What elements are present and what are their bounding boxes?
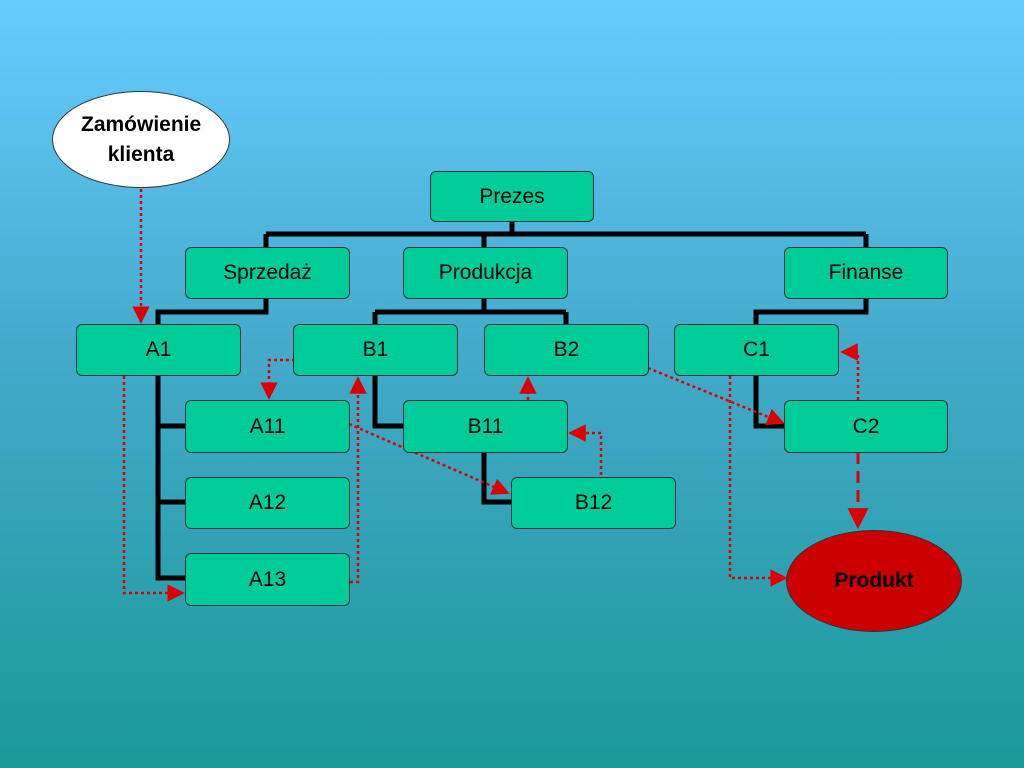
- node-b1: B1: [293, 324, 458, 376]
- link-sprzedaz-a1: [155, 298, 269, 326]
- link-produkcja-b: [372, 298, 569, 326]
- flow-a11-b12: [348, 422, 510, 495]
- node-a13: A13: [185, 553, 350, 606]
- customer-order-label: Zamówienie klienta: [81, 112, 202, 166]
- link-c1-c2: [753, 375, 785, 429]
- node-a12: A12: [185, 477, 350, 529]
- flow-a13-b1: [344, 376, 367, 584]
- flow-b1-a11: [260, 358, 295, 400]
- node-b2: B2: [484, 324, 649, 376]
- node-c2: C2: [784, 400, 948, 453]
- hierarchy-lines: [155, 221, 869, 581]
- node-produkcja: Produkcja: [403, 247, 568, 299]
- flow-b12-b11: [568, 424, 603, 475]
- link-finanse-c1: [753, 298, 869, 326]
- product-node: Produkt: [786, 530, 962, 632]
- node-finanse: Finanse: [784, 247, 948, 299]
- flow-c2-c1: [840, 343, 860, 400]
- link-a1-children: [155, 375, 187, 581]
- link-b11-b12: [481, 452, 512, 505]
- node-b12: B12: [511, 477, 676, 529]
- customer-order-node: Zamówienie klienta: [52, 91, 230, 188]
- flow-c1-product: [728, 376, 788, 587]
- node-b11: B11: [403, 400, 568, 453]
- node-c1: C1: [674, 324, 839, 376]
- flow-a1-a13: [122, 376, 185, 602]
- node-prezes: Prezes: [430, 171, 594, 222]
- node-a1: A1: [76, 324, 241, 376]
- link-b1-b11: [372, 375, 404, 429]
- flow-lines: [122, 189, 860, 602]
- node-a11: A11: [185, 400, 350, 453]
- link-prezes-level2: [263, 221, 869, 248]
- flow-b2-c2: [647, 366, 785, 426]
- node-sprzedaz: Sprzedaż: [185, 247, 350, 299]
